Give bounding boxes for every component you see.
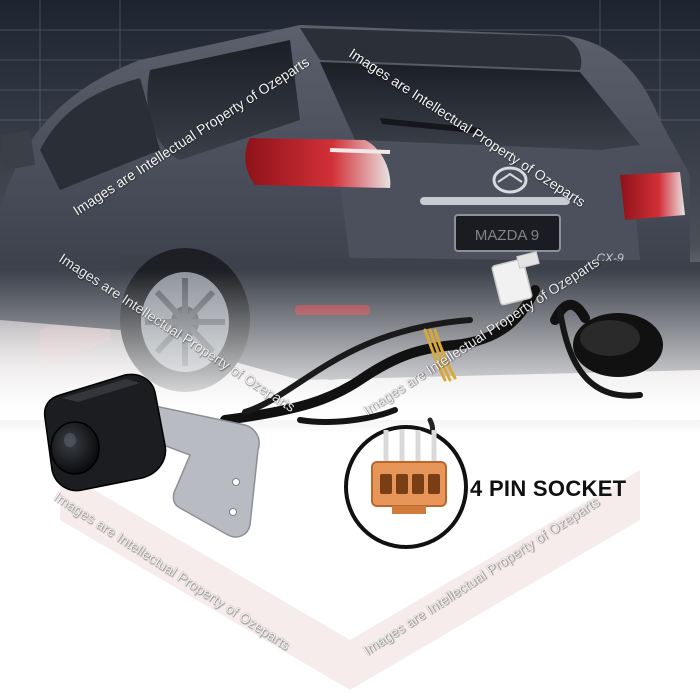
license-plate [454,214,561,252]
taillight-left [245,138,391,188]
taillight-right [620,172,685,220]
connector-plug-top [491,251,540,306]
brand-emblem-icon [492,166,528,194]
car-illustration: MAZDA 9 CX-9 [0,25,700,420]
socket-label: 4 PIN SOCKET [470,476,627,501]
camera-lens-icon [50,421,100,475]
camera-cable [220,285,663,442]
reverse-camera [43,373,260,538]
socket-callout [344,425,468,549]
mounting-bracket [149,404,260,538]
license-plate-text: MAZDA 9 [475,227,539,244]
